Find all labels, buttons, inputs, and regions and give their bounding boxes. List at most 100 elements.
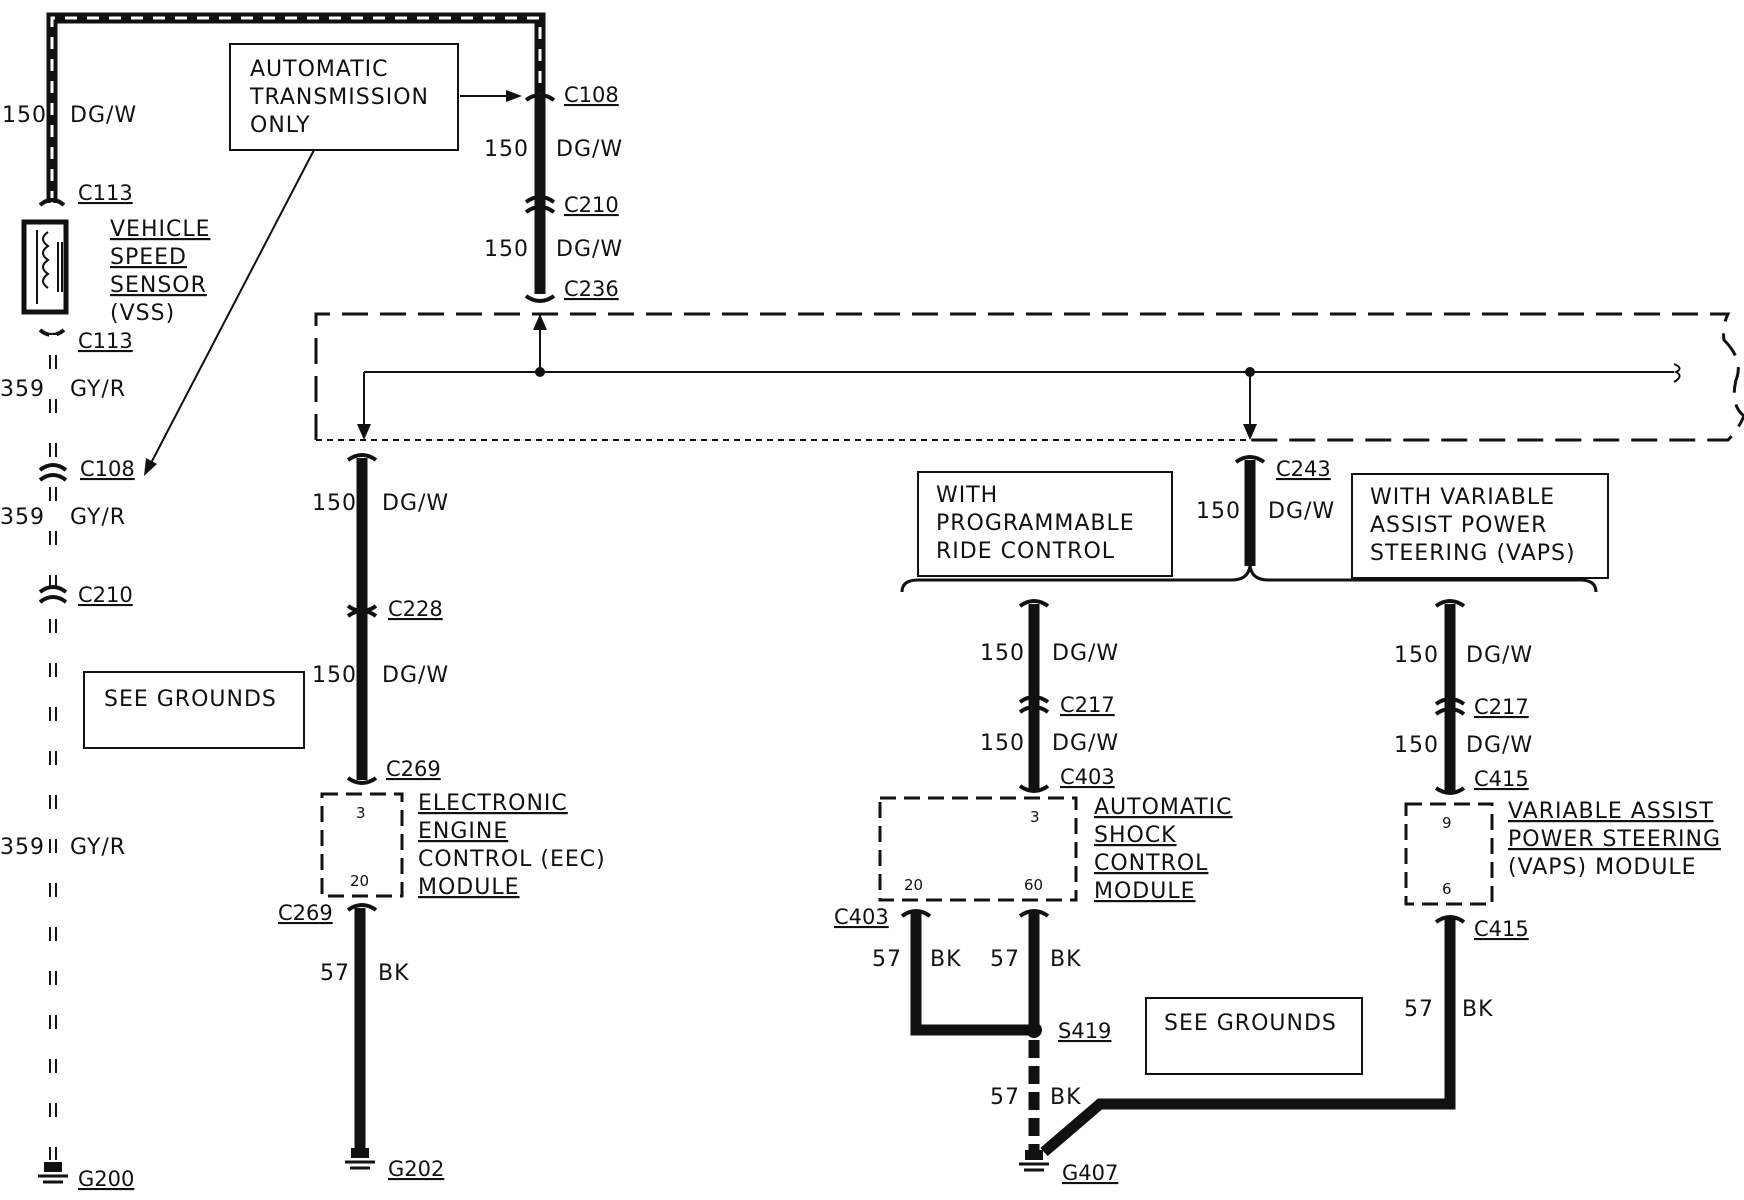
auto-trans-note-box (229, 43, 459, 151)
c415-bottom-connector-icon (1434, 915, 1466, 924)
vaps-note-line1: WITH VARIABLE (1370, 485, 1555, 510)
see-grounds-left: SEE GROUNDS (104, 687, 277, 712)
wire-label-dgw: DG/W (556, 137, 623, 162)
wire-label-150: 150 (484, 237, 529, 262)
splice-dot (535, 367, 545, 377)
c217-b-connector-icon (1434, 697, 1466, 716)
auto-trans-note-line2: TRANSMISSION (249, 85, 429, 110)
ascm-label-line2: SHOCK (1094, 823, 1177, 848)
vaps-module-box (1404, 802, 1494, 906)
connector-c403-bottom: C403 (834, 905, 889, 929)
g407-ground-icon (1019, 1150, 1049, 1172)
wire-label-gyr-a: GY/R (70, 377, 126, 402)
prog-ride-line1: WITH (936, 483, 998, 508)
wire-label-dgw: DG/W (1466, 643, 1533, 668)
eec-module-box (320, 792, 404, 898)
option-brace (900, 565, 1598, 593)
c210-mid-connector-icon (524, 195, 556, 214)
bk-wire-ascm-a (910, 912, 1034, 1036)
wire-label-gyr-b: GY/R (70, 505, 126, 530)
c217-a-connector-icon (1018, 695, 1050, 714)
c415-top-connector-icon (1434, 786, 1466, 795)
wire-label-bk: BK (378, 961, 410, 986)
connector-c269-top: C269 (386, 757, 441, 781)
connector-c108-left: C108 (80, 457, 135, 481)
c108-mid-connector-icon (524, 93, 556, 102)
connector-c415-top: C415 (1474, 767, 1529, 791)
c269-top-connector-icon (346, 776, 378, 785)
ground-g202: G202 (388, 1157, 444, 1181)
wire-label-57: 57 (990, 1085, 1020, 1110)
wire-label-359-b: 359 (0, 505, 45, 530)
ascm-pin-in: 3 (1030, 808, 1040, 826)
c228-connector-icon (346, 604, 378, 618)
see-grounds-right: SEE GROUNDS (1164, 1011, 1337, 1036)
vaps-label-line2: POWER STEERING (1508, 827, 1721, 852)
c403-top-connector-icon (1018, 784, 1050, 793)
wire-label-150: 150 (980, 731, 1025, 756)
connector-c415-bottom: C415 (1474, 917, 1529, 941)
connector-c236: C236 (564, 277, 619, 301)
wire-label-dgw: DG/W (556, 237, 623, 262)
see-grounds-left-box (83, 671, 305, 749)
wire-label-dgw: DG/W (1268, 499, 1335, 524)
eec-pin-out: 20 (350, 872, 369, 890)
arrowhead-icon (1243, 424, 1257, 440)
ground-g200: G200 (78, 1167, 134, 1191)
eec-top-connector-icon (346, 453, 378, 462)
connector-c403-top: C403 (1060, 765, 1115, 789)
ascm-module-box (878, 796, 1078, 902)
prog-ride-note-box (917, 471, 1173, 577)
wire-label-dgw: DG/W (1052, 731, 1119, 756)
ascm-top-connector-icon (1018, 599, 1050, 608)
wire-label-bk: BK (1050, 947, 1082, 972)
vss-label-line2: SPEED (110, 245, 187, 270)
wire-label-150: 150 (484, 137, 529, 162)
c403-bottom-connector-icon (900, 909, 1050, 918)
continuation-icon (1673, 363, 1681, 383)
wire-label-359-c: 359 (0, 835, 45, 860)
wire-label-150: 150 (2, 103, 47, 128)
connector-c210-mid: C210 (564, 193, 619, 217)
wire-label-dgw: DG/W (1466, 733, 1533, 758)
vss-dgw-wire (46, 12, 546, 203)
splice-dashed-box (314, 312, 1744, 442)
wire-label-150: 150 (1196, 499, 1241, 524)
ascm-pin-out-b: 60 (1024, 876, 1043, 894)
connector-c217-b: C217 (1474, 695, 1529, 719)
eec-label-line3: CONTROL (EEC) (418, 847, 606, 872)
auto-trans-note-line3: ONLY (250, 113, 311, 138)
wire-label-57: 57 (1404, 997, 1434, 1022)
vaps-label-line1: VARIABLE ASSIST (1508, 799, 1714, 824)
arrowhead-icon (506, 90, 522, 102)
arrowhead-icon (357, 424, 371, 440)
c236-connector-icon (524, 294, 556, 303)
wire-label-dgw: DG/W (382, 663, 449, 688)
vaps-note-line3: STEERING (VAPS) (1370, 541, 1576, 566)
g202-ground-icon (345, 1148, 375, 1170)
wire-label-dgw: DG/W (70, 103, 137, 128)
c113-bottom-connector-icon (38, 328, 66, 337)
ascm-label-line1: AUTOMATIC (1094, 795, 1233, 820)
prog-ride-line3: RIDE CONTROL (936, 539, 1115, 564)
connector-c228: C228 (388, 597, 443, 621)
ground-g407: G407 (1062, 1161, 1118, 1185)
c108-left-connector-icon (38, 463, 68, 482)
bk-wire-vaps (1040, 918, 1456, 1157)
wire-label-57: 57 (872, 947, 902, 972)
ascm-label-line3: CONTROL (1094, 851, 1208, 876)
wire-label-150: 150 (980, 641, 1025, 666)
vaps-pin-in: 9 (1442, 814, 1452, 832)
wire-label-bk: BK (930, 947, 962, 972)
vss-label-line4: (VSS) (110, 301, 175, 326)
arrowhead-icon (144, 458, 157, 476)
wire-label-gyr-c: GY/R (70, 835, 126, 860)
connector-c269-bottom: C269 (278, 901, 333, 925)
connector-c210-left: C210 (78, 583, 133, 607)
ascm-pin-out-a: 20 (904, 876, 923, 894)
g200-ground-icon (38, 1162, 68, 1184)
connector-c113-top: C113 (78, 181, 133, 205)
eec-label-line1: ELECTRONIC (418, 791, 568, 816)
prog-ride-line2: PROGRAMMABLE (936, 511, 1135, 536)
